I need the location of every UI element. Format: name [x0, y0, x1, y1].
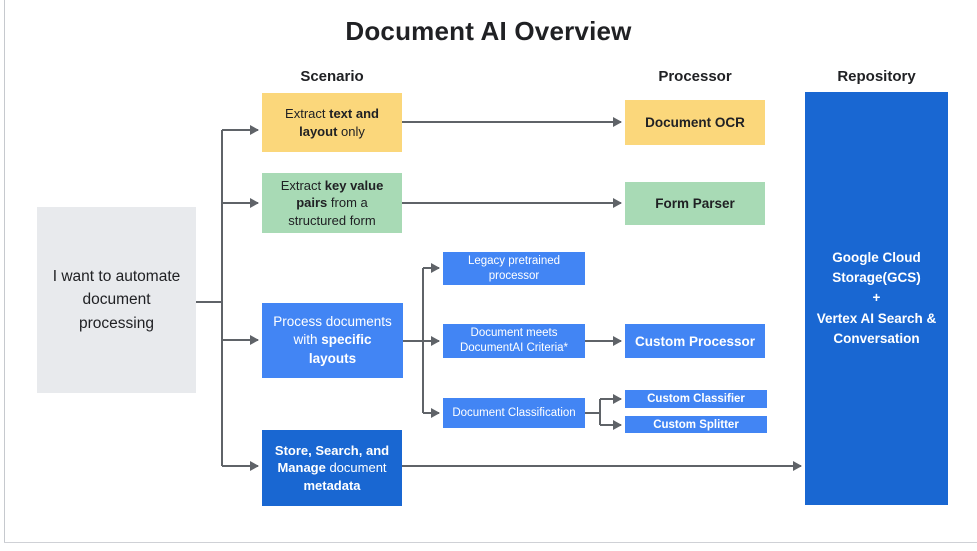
node-label: Extract key value pairs from a structure… [280, 177, 384, 228]
node-document-ocr: Document OCR [625, 100, 765, 145]
node-label: Custom Splitter [653, 418, 739, 431]
page-bottom-border [4, 542, 977, 543]
page-title: Document AI Overview [345, 16, 632, 46]
node-documentai-criteria: Document meets DocumentAI Criteria* [443, 324, 585, 358]
column-header-scenario: Scenario [300, 68, 364, 85]
node-store-search-manage: Store, Search, and Manage document metad… [262, 430, 402, 506]
node-document-classification: Document Classification [443, 398, 585, 428]
node-process-specific-layouts: Process documents with specific layouts [262, 303, 403, 378]
node-automate-document-processing: I want to automate document processing [37, 207, 196, 393]
repository-line-1: Google Cloud Storage(GCS) [832, 249, 921, 286]
node-legacy-pretrained-processor: Legacy pretrained processor [443, 252, 585, 285]
node-label: Extract text and layout only [285, 105, 379, 139]
page-left-border [4, 0, 5, 543]
repository-line-2: Vertex AI Search & Conversation [816, 310, 937, 346]
column-header-repository: Repository [837, 68, 916, 85]
repository-line-plus: + [872, 290, 881, 306]
node-repository-gcs-vertex: Google Cloud Storage(GCS) + Vertex AI Se… [805, 92, 948, 505]
node-custom-processor: Custom Processor [625, 324, 765, 358]
node-label: Store, Search, and Manage document metad… [274, 442, 390, 493]
node-label: Legacy pretrained processor [467, 254, 561, 282]
node-label: Form Parser [655, 196, 735, 211]
node-label: Document Classification [452, 406, 576, 419]
node-label: I want to automate document processing [52, 268, 181, 332]
node-custom-splitter: Custom Splitter [625, 416, 767, 433]
node-label: Custom Classifier [647, 393, 745, 405]
column-header-processor: Processor [658, 68, 732, 85]
node-extract-key-value-pairs: Extract key value pairs from a structure… [262, 173, 402, 233]
node-label: Process documents with specific layouts [273, 314, 392, 366]
node-label: Document OCR [645, 115, 745, 130]
node-custom-classifier: Custom Classifier [625, 390, 767, 408]
node-extract-text-layout: Extract text and layout only [262, 93, 402, 152]
node-label: Document meets DocumentAI Criteria* [459, 327, 568, 354]
node-form-parser: Form Parser [625, 182, 765, 225]
node-label: Custom Processor [634, 333, 756, 349]
